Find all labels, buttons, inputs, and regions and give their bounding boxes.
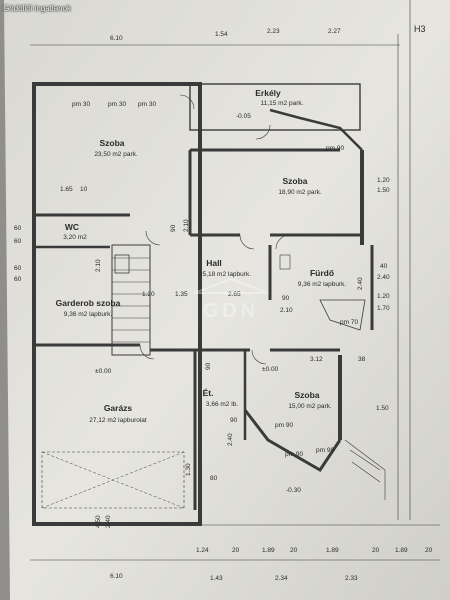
dim-label: 1.54 [215, 31, 228, 38]
dim-label: 2.65 [228, 291, 241, 298]
dim-label: 60 [14, 265, 22, 272]
staircase [111, 244, 151, 356]
dim-label: -0.30 [286, 487, 301, 494]
dim-label: 90 [205, 362, 212, 370]
dim-label: ±0.00 [262, 366, 279, 373]
bathtub [319, 299, 366, 331]
exterior-steps [344, 439, 386, 500]
dim-label: 20 [290, 547, 298, 554]
dim-label: pm 70 [340, 319, 358, 326]
boiler [114, 254, 130, 274]
room-erkely-area: 11,15 m2 park. [261, 100, 304, 107]
dim-label: 2.10 [280, 307, 293, 314]
room-garderob-area: 9,36 m2 lapburk. [64, 311, 113, 318]
dim-label: pm 30 [108, 101, 126, 108]
dim-label: 38 [358, 356, 366, 363]
dim-label: 2.23 [267, 28, 280, 35]
door-arc [179, 94, 195, 110]
dim-label: 4.50 [95, 515, 102, 528]
dim-label: 60 [14, 276, 22, 283]
dim-label: 90 [230, 417, 238, 424]
garage-door [41, 451, 185, 509]
room-erkely-name: Erkély [255, 88, 281, 98]
room-furdo-area: 9,36 m2 lapburk. [298, 281, 347, 288]
room-hall-area: 25,18 m2 lapburk. [199, 271, 251, 278]
dim-label: 1.20 [377, 177, 390, 184]
dim-label: 1.35 [175, 291, 188, 298]
room-szoba3-name: Szoba [294, 390, 319, 400]
dim-label: 1.89 [395, 547, 408, 554]
dim-label: 2.10 [95, 259, 102, 272]
room-wc-name: WC [65, 222, 79, 232]
wc-bowl [279, 254, 291, 270]
dim-label: 1.50 [377, 187, 390, 194]
room-furdo-name: Fürdő [310, 268, 334, 278]
dim-label: -0.05 [236, 113, 251, 120]
dim-label: 6.10 [110, 573, 123, 580]
dim-label: 80 [210, 475, 218, 482]
dim-label: 2.10 [183, 219, 190, 232]
dim-label: 1.65 [60, 186, 73, 193]
dim-label: 90 [282, 295, 290, 302]
dim-label: 1.24 [196, 547, 209, 554]
dim-label: 1.50 [376, 405, 389, 412]
bay-window-szoba2 [269, 108, 363, 151]
room-garazs-area: 27,12 m2 lapburolat [89, 417, 147, 424]
dim-label: 1.70 [377, 305, 390, 312]
room-garderob-name: Garderob szoba [56, 298, 121, 308]
dim-label: 3.12 [310, 356, 323, 363]
dim-label: pm 90 [275, 422, 293, 429]
dim-label: 10 [80, 186, 88, 193]
dim-label: 90 [170, 224, 177, 232]
room-szoba2-area: 18,90 m2 park. [278, 189, 322, 196]
room-et-name: Ét. [203, 388, 214, 398]
dim-label: 6.10 [110, 35, 123, 42]
watermark-text: Gödöllői ingatlanok [3, 4, 72, 13]
dim-label: 60 [14, 225, 22, 232]
dim-label: 1.30 [185, 463, 192, 476]
dim-label: 2.40 [357, 277, 364, 290]
dim-label: 20 [372, 547, 380, 554]
room-et-area: 3,66 m2 lb. [206, 401, 238, 408]
room-szoba1-area: 23,50 m2 park. [94, 151, 138, 158]
dim-label: 1.20 [377, 293, 390, 300]
dim-label: 1.20 [142, 291, 155, 298]
balcony-outline [189, 83, 361, 131]
sheet-tag: H3 [414, 24, 426, 34]
dim-label: pm 30 [138, 101, 156, 108]
room-hall-name: Hall [206, 258, 222, 268]
dim-label: 2.40 [377, 274, 390, 281]
dim-label: pm 90 [285, 451, 303, 458]
bay-window-szoba3 [243, 409, 342, 473]
dim-label: 2.40 [227, 433, 234, 446]
dim-label: 1.43 [210, 575, 223, 582]
dim-label: 2.34 [275, 575, 288, 582]
dim-label: pm 30 [72, 101, 90, 108]
dim-label: 2.27 [328, 28, 341, 35]
dim-label: 20 [232, 547, 240, 554]
dim-label: pm 90 [316, 447, 334, 454]
dim-label: 2.40 [105, 515, 112, 528]
dim-label: 40 [380, 263, 388, 270]
room-szoba2-name: Szoba [282, 176, 307, 186]
dim-label: 60 [14, 238, 22, 245]
dim-label: 2.33 [345, 575, 358, 582]
dim-label: 20 [425, 547, 433, 554]
room-garazs-name: Garázs [104, 403, 133, 413]
dim-label: ±0.00 [95, 368, 112, 375]
room-szoba1-name: Szoba [99, 138, 124, 148]
room-szoba3-area: 15,00 m2 park. [288, 403, 332, 410]
dim-label: 1.89 [326, 547, 339, 554]
dim-label: 1.89 [262, 547, 275, 554]
dim-label: pm 90 [326, 145, 344, 152]
room-wc-area: 3,20 m2 [63, 234, 87, 241]
